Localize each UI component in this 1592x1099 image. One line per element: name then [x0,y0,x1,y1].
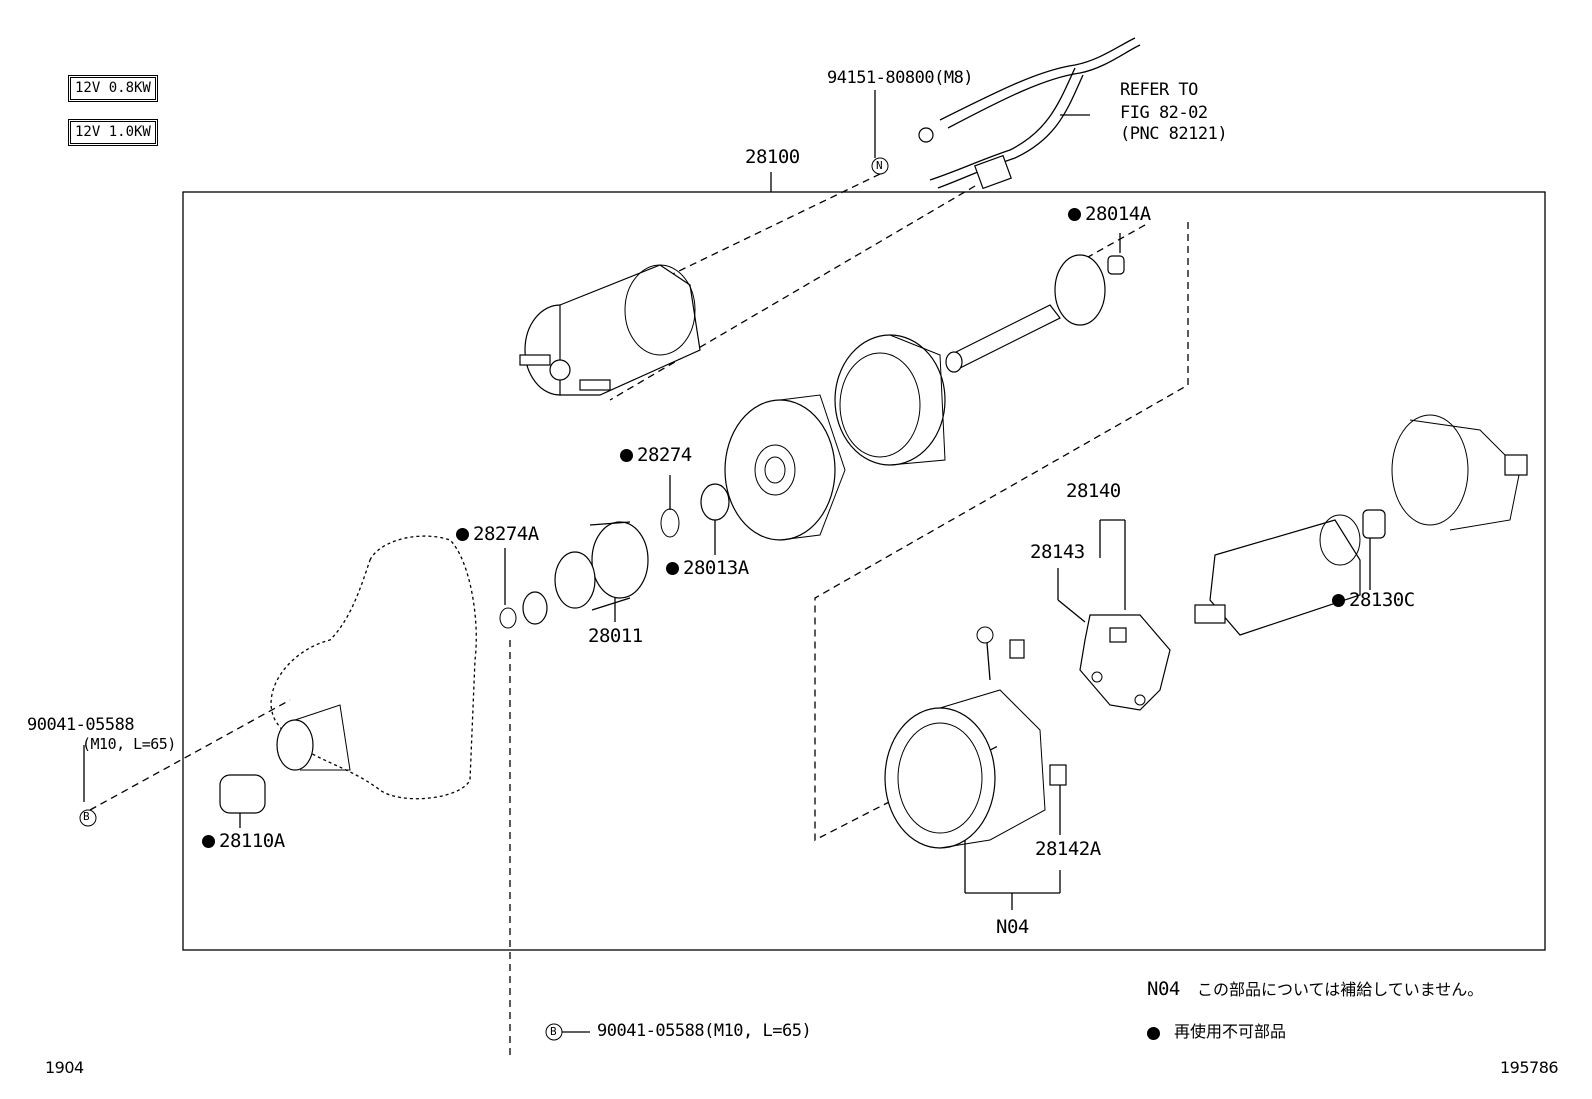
non-reusable-dot-icon [1147,1027,1160,1040]
part-28274A: 28274A [456,525,539,544]
non-reusable-dot-icon [1332,594,1345,607]
bolt-bottom-marker: B [550,1025,557,1038]
front-housing-part [270,535,477,800]
part-28143: 28143 [1030,541,1085,563]
spec-box-10kw: 12V 1.0KW [68,119,158,146]
part-28013A-text: 28013A [683,557,749,579]
non-reusable-dot-icon [1068,208,1081,221]
part-28110A-text: 28110A [219,830,285,852]
non-reusable-dot-icon [620,449,633,462]
part-28014A: 28014A [1068,205,1151,224]
part-28011: 28011 [588,625,643,647]
bearing-part [700,483,730,521]
part-28274A-text: 28274A [473,523,539,545]
brush-holder-part [1079,614,1171,711]
part-28014A-text: 28014A [1085,203,1151,225]
pinion-clutch-part [554,521,649,611]
non-reusable-dot-icon [202,835,215,848]
end-cover-part [1391,414,1528,531]
wire-part-number: 94151-80800 [827,68,935,88]
part-28142A: 28142A [1035,838,1101,860]
legend-dot-text: 再使用不可部品 [1174,1022,1287,1041]
assembly-frame [182,191,1546,951]
shaft-part [945,254,1125,373]
bolt-bottom-label: 90041-05588(M10, L=65) [597,1021,812,1041]
refer-line-2: FIG 82-02 [1120,103,1208,123]
bolt-left-marker: B [83,810,90,823]
part-28140: 28140 [1066,480,1121,502]
spec-box-08kw: 12V 0.8KW [68,75,158,102]
yoke-part [884,626,1067,849]
part-28130C-text: 28130C [1349,589,1415,611]
armature-part [1194,509,1386,636]
footer-left-code: 1904 [45,1058,84,1077]
wire-part-suffix: (M8) [934,68,974,88]
part-28013A: 28013A [666,559,749,578]
refer-line-1: REFER TO [1120,80,1198,100]
bushing-part [219,774,266,814]
bolt-left-spec: (M10, L=65) [82,735,176,753]
footer-right-code: 195786 [1500,1058,1559,1077]
assembly-label: 28100 [745,146,800,168]
solenoid-part [519,264,701,396]
ring-gear-part [834,334,946,466]
wire-part-label: 94151-80800(M8) [827,68,974,88]
non-reusable-dot-icon [666,562,679,575]
part-28130C: 28130C [1332,591,1415,610]
bolt-left-part: 90041-05588 [27,715,135,735]
non-reusable-dot-icon [456,528,469,541]
legend-n04-text: この部品については補給していません。 [1197,980,1484,999]
part-N04: N04 [996,916,1029,938]
housing-disc-part [724,394,846,541]
part-28274-text: 28274 [637,444,692,466]
bolt-bottom-spec: (M10, L=65) [704,1021,812,1041]
snap-ring-part [660,508,680,538]
legend-dot-row [1147,1024,1164,1043]
part-28110A: 28110A [202,832,285,851]
wire-marker: N [876,159,883,172]
refer-line-3: (PNC 82121) [1120,124,1228,144]
part-28274: 28274 [620,446,692,465]
bolt-bottom-part: 90041-05588 [597,1021,705,1041]
legend-n04-code: N04 [1147,978,1180,1000]
